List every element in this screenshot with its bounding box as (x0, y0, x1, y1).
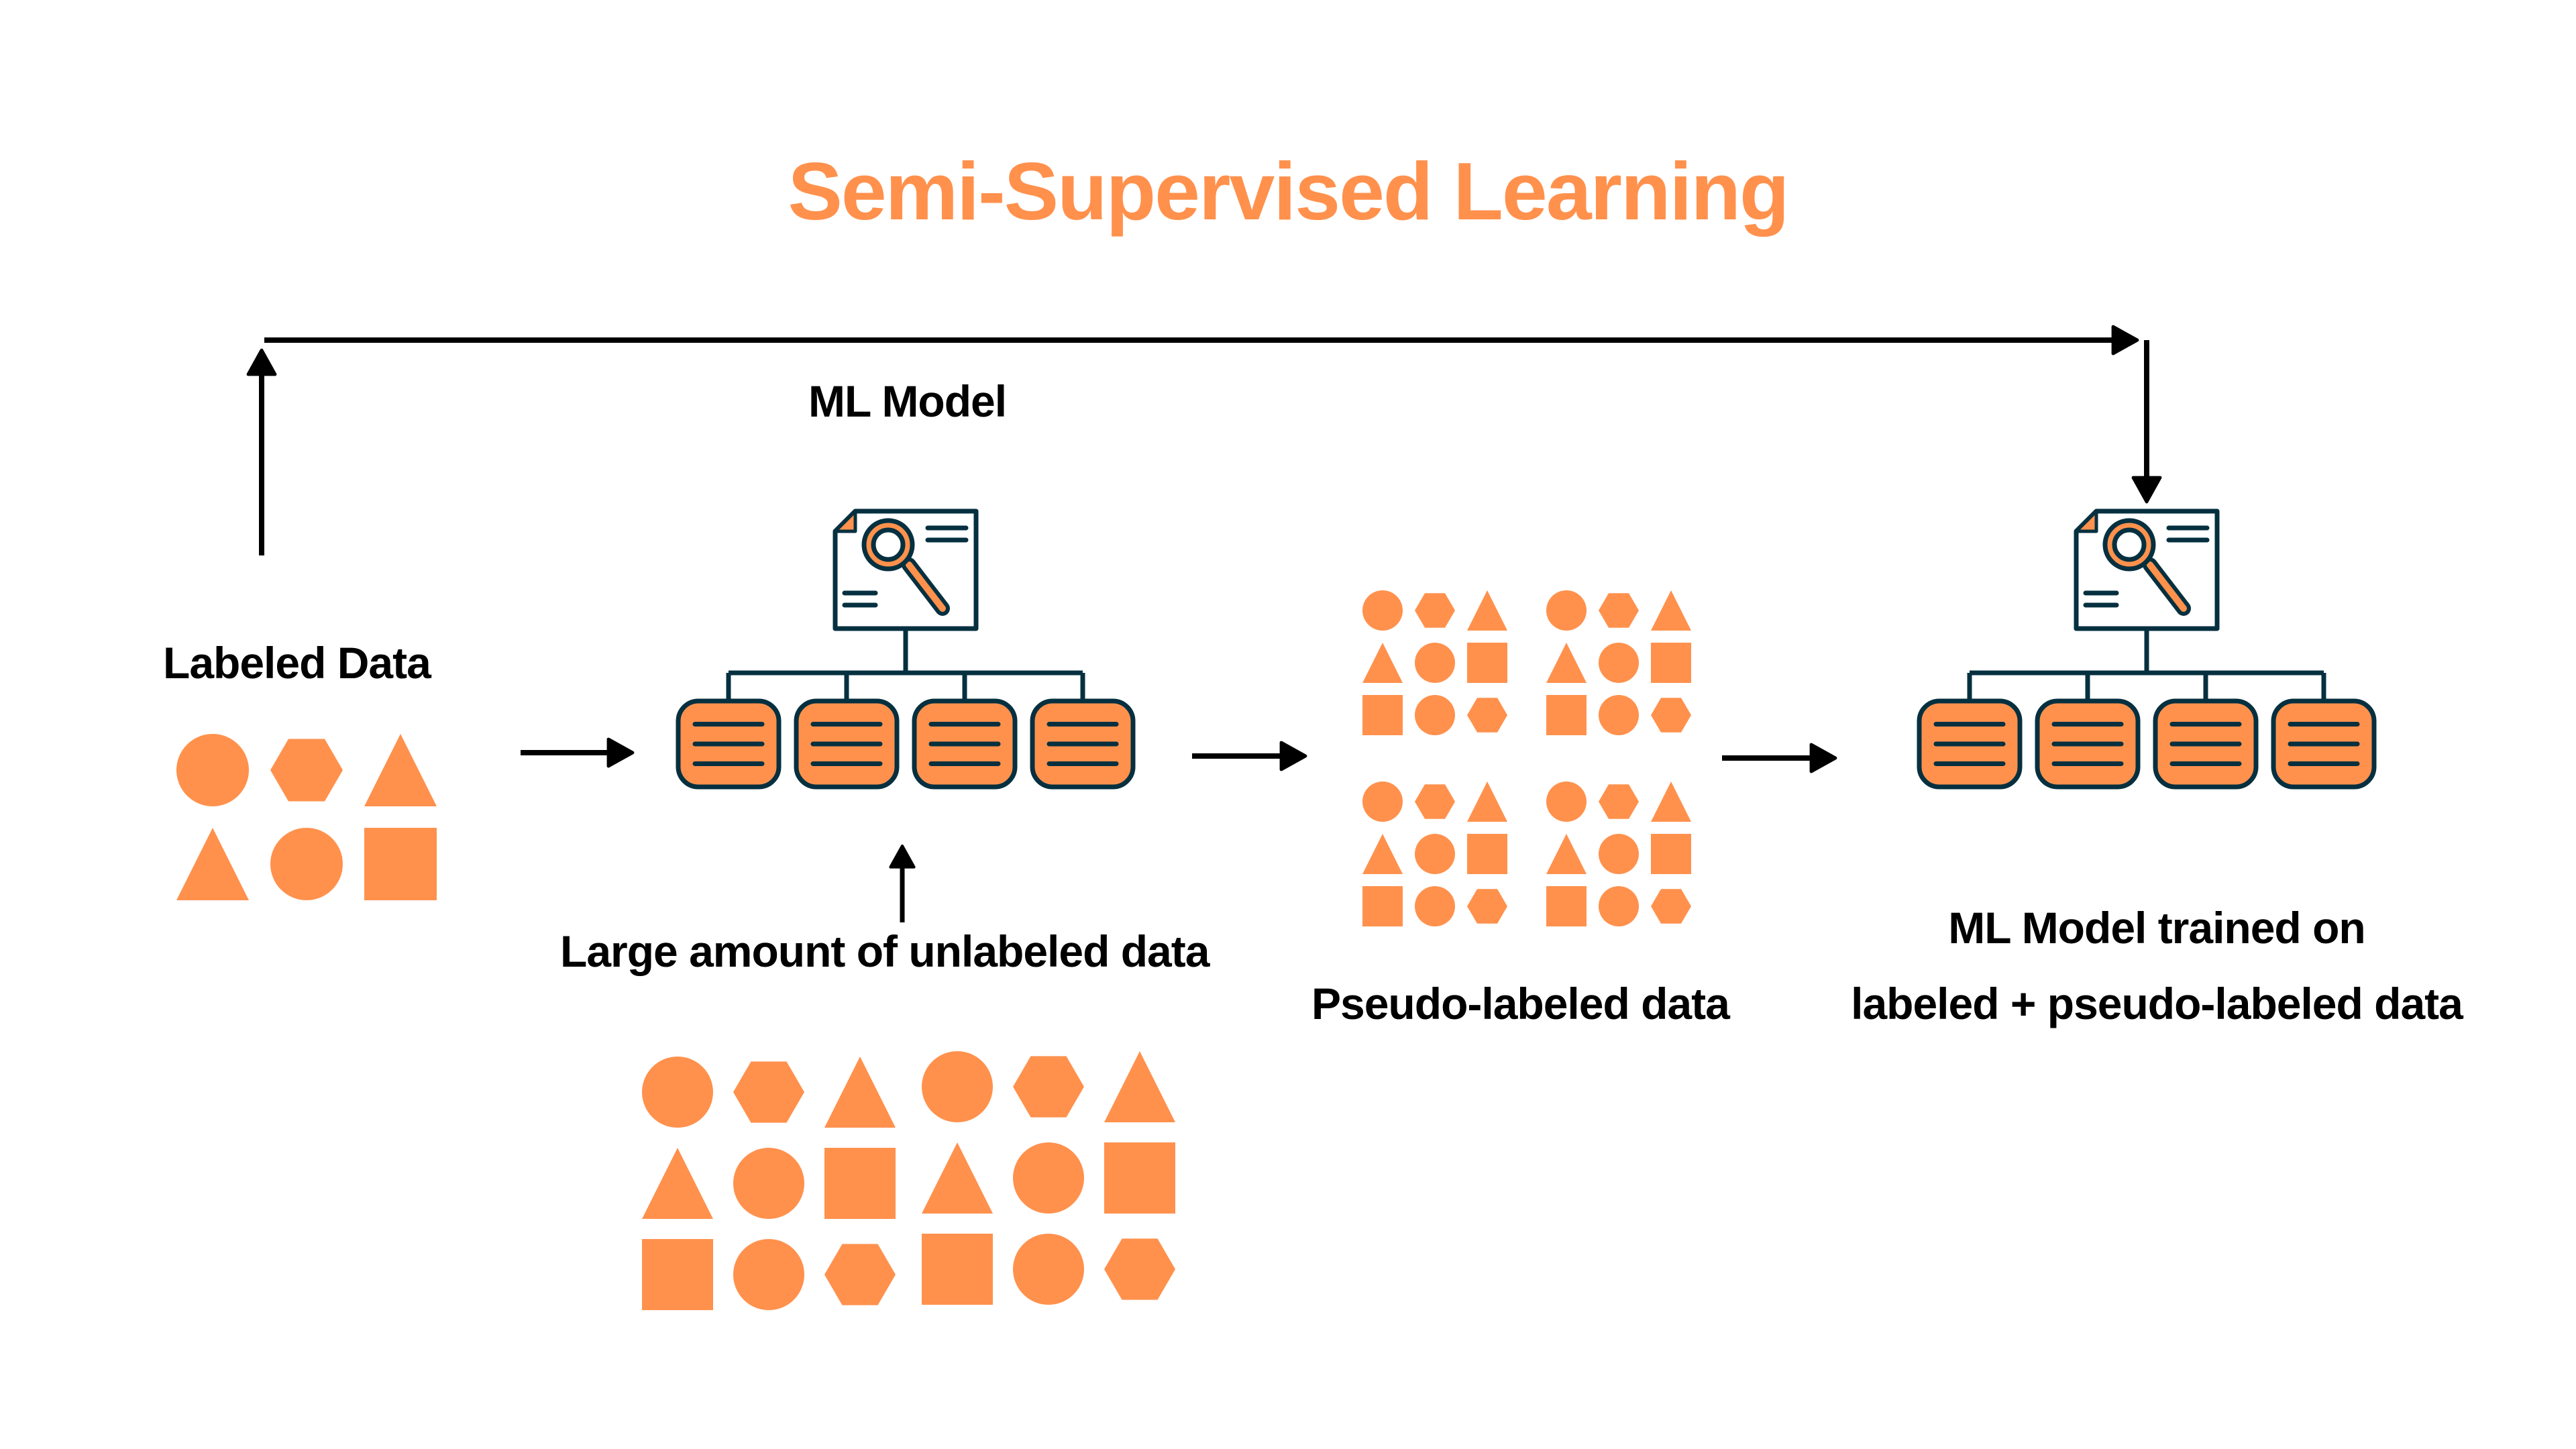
square-shape (364, 828, 437, 900)
circle-shape (1415, 643, 1455, 683)
hexagon-shape (733, 1061, 804, 1123)
square-shape (1362, 886, 1403, 926)
server-icon (1917, 698, 2023, 790)
hexagon-shape (1013, 1056, 1084, 1118)
hexagon-shape (1651, 698, 1691, 733)
unlabeled-data-shapes (642, 1051, 1175, 1310)
circle-shape (1415, 695, 1455, 735)
circle-shape (922, 1051, 993, 1122)
triangle-shape (1546, 643, 1587, 683)
triangle-shape (1546, 834, 1587, 874)
circle-shape (1599, 643, 1639, 683)
circle-shape (1013, 1142, 1084, 1214)
circle-shape (1546, 590, 1587, 631)
hexagon-shape (1651, 889, 1691, 924)
square-shape (1651, 834, 1691, 874)
circle-shape (1599, 695, 1639, 735)
circle-shape (1362, 782, 1403, 822)
hexagon-shape (1599, 593, 1639, 628)
labeled-data-shapes (176, 734, 437, 900)
ml-model-label: ML Model (808, 376, 1007, 426)
circle-shape (1362, 590, 1403, 631)
ml-model-icon (676, 508, 1136, 790)
diagram-title: Semi-Supervised Learning (788, 146, 1790, 237)
circle-shape (733, 1239, 804, 1310)
triangle-shape (642, 1148, 713, 1219)
square-shape (1467, 643, 1507, 683)
circle-shape (1599, 886, 1639, 926)
server-icon (2271, 698, 2377, 790)
square-shape (1104, 1142, 1175, 1214)
hexagon-shape (1104, 1238, 1175, 1300)
trained-ml-model-icon (1917, 508, 2377, 790)
triangle-shape (176, 828, 249, 900)
square-shape (1651, 643, 1691, 683)
triangle-shape (364, 734, 437, 806)
server-icon (794, 698, 900, 790)
hexagon-shape (1467, 889, 1507, 924)
server-icon (1030, 698, 1136, 790)
hexagon-shape (270, 739, 343, 802)
magnifier-icon (861, 518, 950, 616)
circle-shape (1599, 834, 1639, 874)
hexagon-shape (1467, 698, 1507, 733)
trained-model-label-line2: labeled + pseudo-labeled data (1851, 979, 2463, 1028)
hexagon-shape (1415, 784, 1455, 819)
circle-shape (1546, 782, 1587, 822)
hexagon-shape (1415, 593, 1455, 628)
server-icon (912, 698, 1018, 790)
hexagon-shape (1599, 784, 1639, 819)
hexagon-shape (824, 1244, 896, 1305)
triangle-shape (1362, 834, 1403, 874)
triangle-shape (824, 1057, 896, 1128)
pseudo-labeled-data-label: Pseudo-labeled data (1311, 979, 1730, 1028)
magnifier-icon (2102, 518, 2191, 616)
feedback-loop-arrows (246, 325, 2162, 555)
triangle-shape (1651, 782, 1691, 822)
circle-shape (270, 828, 343, 900)
pseudo-labeled-data-shapes (1362, 590, 1691, 926)
triangle-shape (1362, 643, 1403, 683)
triangle-shape (1467, 590, 1507, 631)
square-shape (1546, 695, 1587, 735)
server-icon (676, 698, 782, 790)
labeled-data-label: Labeled Data (163, 638, 431, 688)
triangle-shape (922, 1142, 993, 1214)
square-shape (922, 1234, 993, 1305)
circle-shape (1013, 1234, 1084, 1305)
trained-model-label-line1: ML Model trained on (1948, 903, 2365, 953)
triangle-shape (1104, 1051, 1175, 1122)
unlabeled-data-label: Large amount of unlabeled data (560, 926, 1210, 976)
square-shape (824, 1148, 896, 1219)
circle-shape (1415, 834, 1455, 874)
square-shape (1546, 886, 1587, 926)
triangle-shape (1467, 782, 1507, 822)
circle-shape (733, 1148, 804, 1219)
square-shape (1362, 695, 1403, 735)
server-icon (2035, 698, 2141, 790)
circle-shape (176, 734, 249, 806)
circle-shape (1415, 886, 1455, 926)
square-shape (642, 1239, 713, 1310)
triangle-shape (1651, 590, 1691, 631)
circle-shape (642, 1057, 713, 1128)
server-icon (2153, 698, 2259, 790)
square-shape (1467, 834, 1507, 874)
